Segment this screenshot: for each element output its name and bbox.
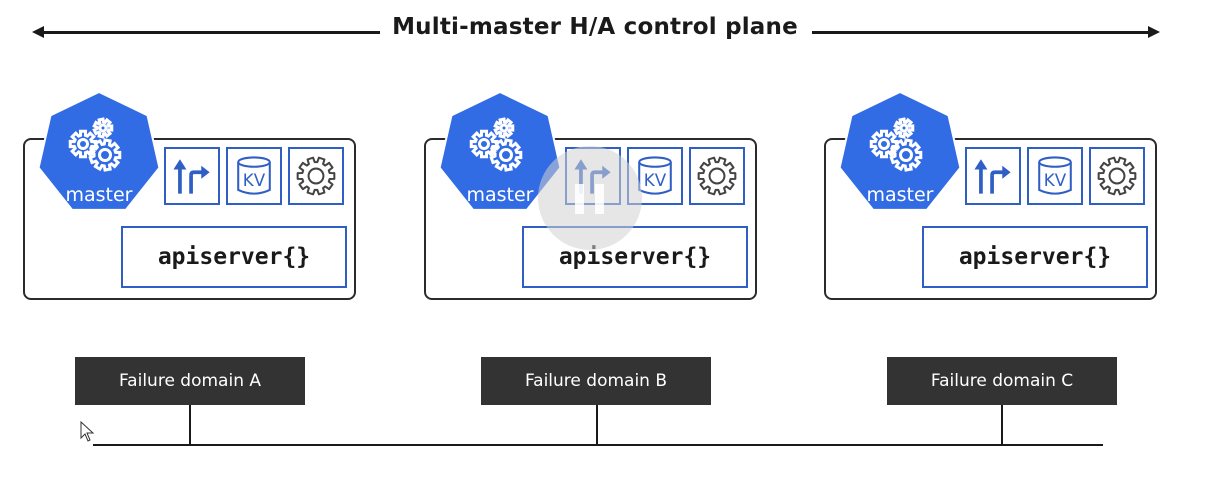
- kubernetes-master-icon: [37, 91, 161, 211]
- gear-icon: [1097, 156, 1137, 196]
- domain-a-connector: [189, 405, 191, 445]
- route-arrow-icon: [974, 159, 1011, 194]
- gear-icon: [697, 156, 737, 196]
- apiserver-component: apiserver{}: [922, 226, 1148, 288]
- failure-domain-b: Failure domain B: [481, 357, 711, 405]
- master-label: master: [466, 184, 534, 206]
- kv-label: KV: [243, 170, 266, 190]
- diagram-title: Multi-master H/A control plane: [392, 14, 798, 40]
- domain-c-connector: [1001, 405, 1003, 445]
- gear-icon: [296, 156, 336, 196]
- network-baseline: [93, 444, 1103, 446]
- route-arrow-icon: [173, 159, 210, 194]
- kv-store-icon-box: KV: [226, 147, 282, 205]
- kv-store-icon-box: KV: [1027, 147, 1083, 205]
- settings-icon-box: [1089, 147, 1145, 205]
- kv-label: KV: [644, 170, 667, 190]
- settings-icon-box: [689, 147, 745, 205]
- master-node-3: master: [824, 88, 1164, 303]
- title-arrow-left-line: [42, 31, 380, 34]
- kv-database-icon: KV: [237, 156, 271, 195]
- kv-label: KV: [1044, 170, 1067, 190]
- failure-domain-c: Failure domain C: [887, 357, 1117, 405]
- master-label: master: [65, 184, 133, 206]
- routing-icon-box: [965, 147, 1021, 205]
- settings-icon-box: [288, 147, 344, 205]
- master-node-1: master: [23, 88, 363, 303]
- kubernetes-master-icon: [438, 91, 562, 211]
- pause-icon-bar-left: [575, 184, 584, 214]
- title-arrow-left-head: [32, 26, 44, 38]
- mouse-cursor-icon: [80, 421, 95, 442]
- master-label: master: [866, 184, 934, 206]
- kv-database-icon: KV: [1038, 156, 1072, 195]
- routing-icon-box: [164, 147, 220, 205]
- kubernetes-master-icon: [838, 91, 962, 211]
- domain-b-connector: [596, 405, 598, 445]
- pause-icon-bar-right: [595, 184, 604, 214]
- video-pause-overlay[interactable]: [538, 146, 642, 250]
- title-arrow-right-head: [1148, 26, 1160, 38]
- failure-domain-a: Failure domain A: [75, 357, 305, 405]
- apiserver-component: apiserver{}: [121, 226, 347, 288]
- title-arrow-right-line: [812, 31, 1150, 34]
